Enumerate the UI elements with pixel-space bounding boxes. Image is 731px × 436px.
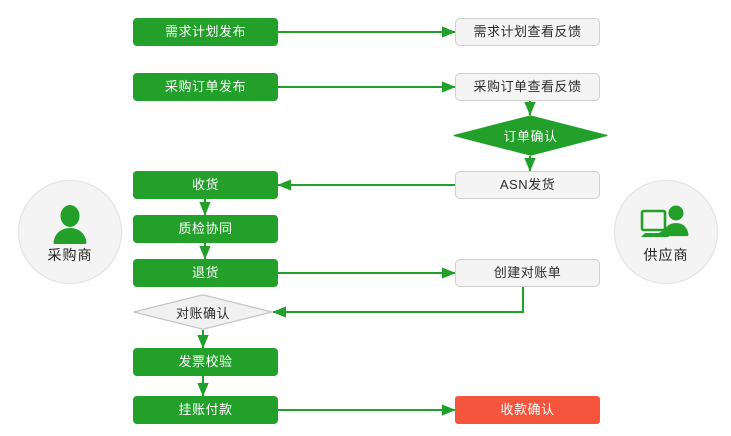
flow-node-n7[interactable]: 收货 (133, 171, 278, 199)
flow-node-label: 发票校验 (178, 353, 233, 369)
flow-node-label: 需求计划查看反馈 (473, 23, 582, 39)
flow-node-label: ASN发货 (499, 176, 556, 192)
flow-node-n11[interactable]: 对账确认 (133, 294, 273, 330)
flow-node-label: 需求计划发布 (164, 23, 246, 39)
flow-node-label: 退货 (191, 264, 219, 280)
flow-node-n1[interactable]: 需求计划发布 (133, 18, 278, 46)
flow-node-n3[interactable]: 采购订单发布 (133, 73, 278, 101)
flow-node-n9[interactable]: 退货 (133, 259, 278, 287)
flow-node-label: 订单确认 (503, 129, 558, 144)
flow-node-n5[interactable]: 订单确认 (453, 115, 608, 156)
flow-node-n12[interactable]: 发票校验 (133, 348, 278, 376)
diamond-shape (133, 294, 273, 330)
actor-buyer: 采购商 (18, 180, 122, 284)
actor-buyer-label: 采购商 (47, 246, 93, 263)
actor-supplier: 供应商 (614, 180, 718, 284)
flow-node-n10[interactable]: 创建对账单 (455, 259, 600, 287)
flow-node-n4[interactable]: 采购订单查看反馈 (455, 73, 600, 101)
person-icon (53, 204, 87, 244)
flow-node-n14[interactable]: 收款确认 (455, 396, 600, 424)
actor-supplier-label: 供应商 (643, 246, 689, 263)
flow-edge-e9 (272, 287, 525, 318)
flow-node-n2[interactable]: 需求计划查看反馈 (455, 18, 600, 46)
diamond-shape (453, 115, 608, 156)
flow-node-label: 收货 (191, 176, 219, 192)
flow-node-n6[interactable]: ASN发货 (455, 171, 600, 199)
flow-node-label: 收款确认 (500, 401, 555, 417)
flow-node-label: 创建对账单 (493, 264, 562, 280)
flow-node-label: 质检协同 (178, 220, 233, 236)
flow-node-label: 对账确认 (175, 305, 230, 321)
person-computer-icon (640, 205, 689, 237)
flow-node-label: 挂账付款 (178, 401, 233, 417)
flow-node-n13[interactable]: 挂账付款 (133, 396, 278, 424)
flow-node-label: 采购订单查看反馈 (473, 78, 582, 94)
flow-node-label: 采购订单发布 (164, 78, 246, 94)
flow-node-n8[interactable]: 质检协同 (133, 215, 278, 243)
